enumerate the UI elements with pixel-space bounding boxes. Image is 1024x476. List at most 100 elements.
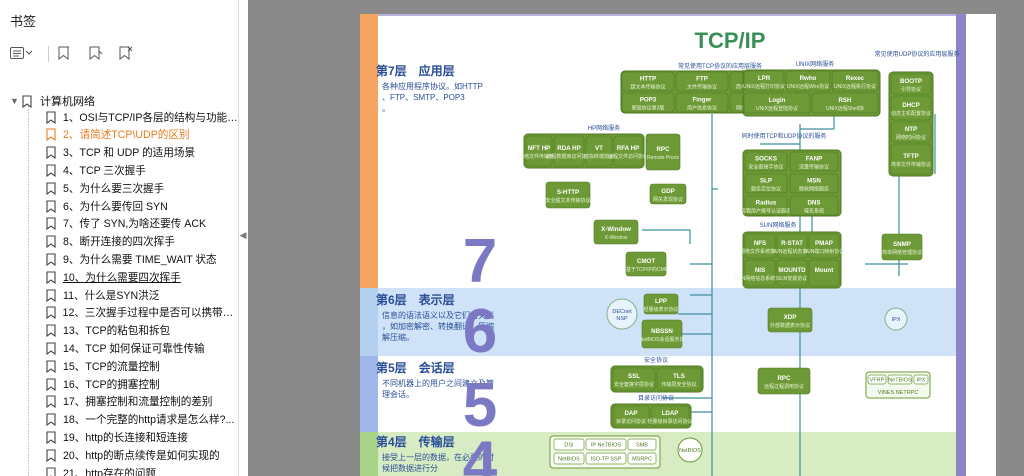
group-label: HP网络服务 (588, 124, 620, 132)
sidebar-collapse-handle[interactable]: ◀ (239, 229, 247, 240)
bookmark-menu-button[interactable] (8, 44, 34, 62)
bookmark-item[interactable]: 11、什么是SYN洪泛 (44, 286, 238, 304)
protocol-name: SOCKS (755, 156, 777, 163)
layer-number: 4 (463, 429, 498, 476)
protocol-desc: 邮局协议第3版 (632, 105, 665, 112)
bookmark-item[interactable]: 6、为什么要传回 SYN (44, 197, 238, 215)
bookmark-item[interactable]: 10、为什么需要四次挥手 (44, 268, 238, 286)
protocol-box-bg (744, 173, 788, 194)
protocol-desc: 超文本传输协议 (630, 84, 665, 91)
protocol-name: DNS (807, 200, 820, 207)
sidebar-title: 书签 (10, 14, 37, 29)
layer-desc-line: 不同机器上的用户之间建立及管 (382, 378, 494, 388)
bookmark-item[interactable]: 1、OSI与TCP/IP各层的结构与功能,... (44, 108, 238, 126)
bookmark-item[interactable]: 8、断开连接的四次挥手 (44, 233, 238, 251)
bookmark-icon (44, 377, 58, 391)
layer-name: 第4层 传输层 (376, 434, 455, 449)
protocol-desc: 流量传输协议 (799, 164, 829, 171)
bookmark-item[interactable]: 21、http存在的问题 (44, 464, 238, 476)
bookmark-label: 11、什么是SYN洪泛 (63, 289, 160, 302)
protocol-desc: 传输层安全协议 (661, 381, 696, 388)
layer-desc-line: 接受上一层的数据，在必要的时 (382, 452, 494, 462)
protocol-desc: 外部数据表示协议 (770, 322, 810, 329)
layer-desc: 各种应用程序协议。如HTTP、FTP、SMTP、POP3。 (382, 81, 483, 113)
protocol-box-bg (744, 151, 788, 172)
bookmark-item[interactable]: 9、为什么需要 TIME_WAIT 状态 (44, 250, 238, 268)
bookmark-label: 5、为什么要三次握手 (63, 182, 165, 195)
protocol-box-bg (627, 452, 657, 465)
protocol-desc: 安全套接字层协议 (614, 381, 654, 388)
protocol-box-netbios: NetBIOS (553, 452, 585, 465)
protocol-name: SMB (636, 443, 648, 449)
protocol-name: LPR (758, 75, 771, 82)
bookmark-icon (44, 270, 58, 284)
bookmark-item[interactable]: 3、TCP 和 UDP 的适用场景 (44, 144, 238, 162)
bookmark-item[interactable]: 5、为什么要三次握手 (44, 179, 238, 197)
protocol-desc: X-Window (605, 235, 628, 241)
protocol-desc: 远程文件访问协议 (608, 153, 648, 160)
tree-root-item[interactable]: ▼ 计算机网络 (10, 92, 236, 110)
diagram-title: TCP/IP (695, 28, 766, 53)
bookmark-label: 9、为什么需要 TIME_WAIT 状态 (63, 253, 217, 266)
protocol-box-bg (621, 92, 675, 113)
bookmark-item[interactable]: 18、一个完整的http请求是怎么样?... (44, 411, 238, 429)
protocol-box-vfrp: VFRP (867, 374, 887, 385)
bookmark-item[interactable]: 7、传了 SYN,为啥还要传 ACK (44, 215, 238, 233)
protocol-desc: UNIX远程Shell协 (826, 105, 864, 112)
protocol-box-bg (757, 367, 811, 395)
bookmark-icon (44, 217, 58, 231)
collapse-triangle-icon[interactable]: ▼ (10, 96, 19, 106)
bookmark-icon (44, 395, 58, 409)
bookmark-icon (44, 128, 58, 142)
layer4-band (378, 432, 966, 476)
protocol-name: TFTP (903, 153, 918, 160)
protocol-name: MSRPC (632, 457, 652, 463)
protocol-desc: 远程数据库访问协议 (546, 153, 591, 160)
bookmark-item[interactable]: 13、TCP的粘包和拆包 (44, 322, 238, 340)
protocol-box-bg (675, 71, 729, 92)
protocol-box-bg (867, 374, 887, 385)
protocol-name: SLP (760, 178, 772, 185)
right-border (956, 14, 966, 476)
bookmark-label: 6、为什么要传回 SYN (63, 200, 168, 213)
bookmark-item[interactable]: 19、http的长连接和短连接 (44, 428, 238, 446)
protocol-box-bg (612, 405, 650, 427)
layer-desc-line: 候把数据进行分 (382, 463, 438, 473)
expand-bookmark-button[interactable] (88, 44, 104, 62)
protocol-name: DHCP (902, 102, 920, 109)
bookmark-label: 21、http存在的问题 (63, 467, 157, 476)
protocol-box-bg (645, 133, 681, 171)
bookmark-label: 7、传了 SYN,为啥还要传 ACK (63, 218, 207, 231)
bookmark-item[interactable]: 16、TCP的拥塞控制 (44, 375, 238, 393)
bookmark-icon (44, 235, 58, 249)
bookmark-item[interactable]: 12、三次握手过程中是否可以携带数据 (44, 304, 238, 322)
protocol-name: IPX (917, 378, 926, 384)
bookmark-item[interactable]: 14、TCP 如何保证可靠性传输 (44, 339, 238, 357)
remove-bookmark-button[interactable] (118, 44, 134, 62)
bookmark-item[interactable]: 2、请简述TCP\UDP的区别 (44, 126, 238, 144)
protocol-box-smb: SMB (627, 438, 657, 451)
bookmark-label: 16、TCP的拥塞控制 (63, 378, 160, 391)
bookmark-item[interactable]: 15、TCP的流量控制 (44, 357, 238, 375)
bookmark-label: 3、TCP 和 UDP 的适用场景 (63, 147, 196, 160)
protocol-desc: 域名系统 (804, 208, 824, 215)
protocol-box-bg (890, 95, 932, 121)
add-bookmark-button[interactable] (56, 44, 72, 62)
bookmark-label: 8、断开连接的四次挥手 (63, 236, 175, 249)
bookmark-item[interactable]: 20、http的断点续传是如何实现的 (44, 446, 238, 464)
bookmark-label: 1、OSI与TCP/IP各层的结构与功能,... (62, 111, 238, 124)
protocol-box-bg (744, 233, 776, 259)
protocol-name: IP NeTBIOS (591, 443, 621, 449)
bookmark-item[interactable]: 4、TCP 三次握手 (44, 161, 238, 179)
bookmark-item[interactable]: 17、拥塞控制和流量控制的差别 (44, 393, 238, 411)
